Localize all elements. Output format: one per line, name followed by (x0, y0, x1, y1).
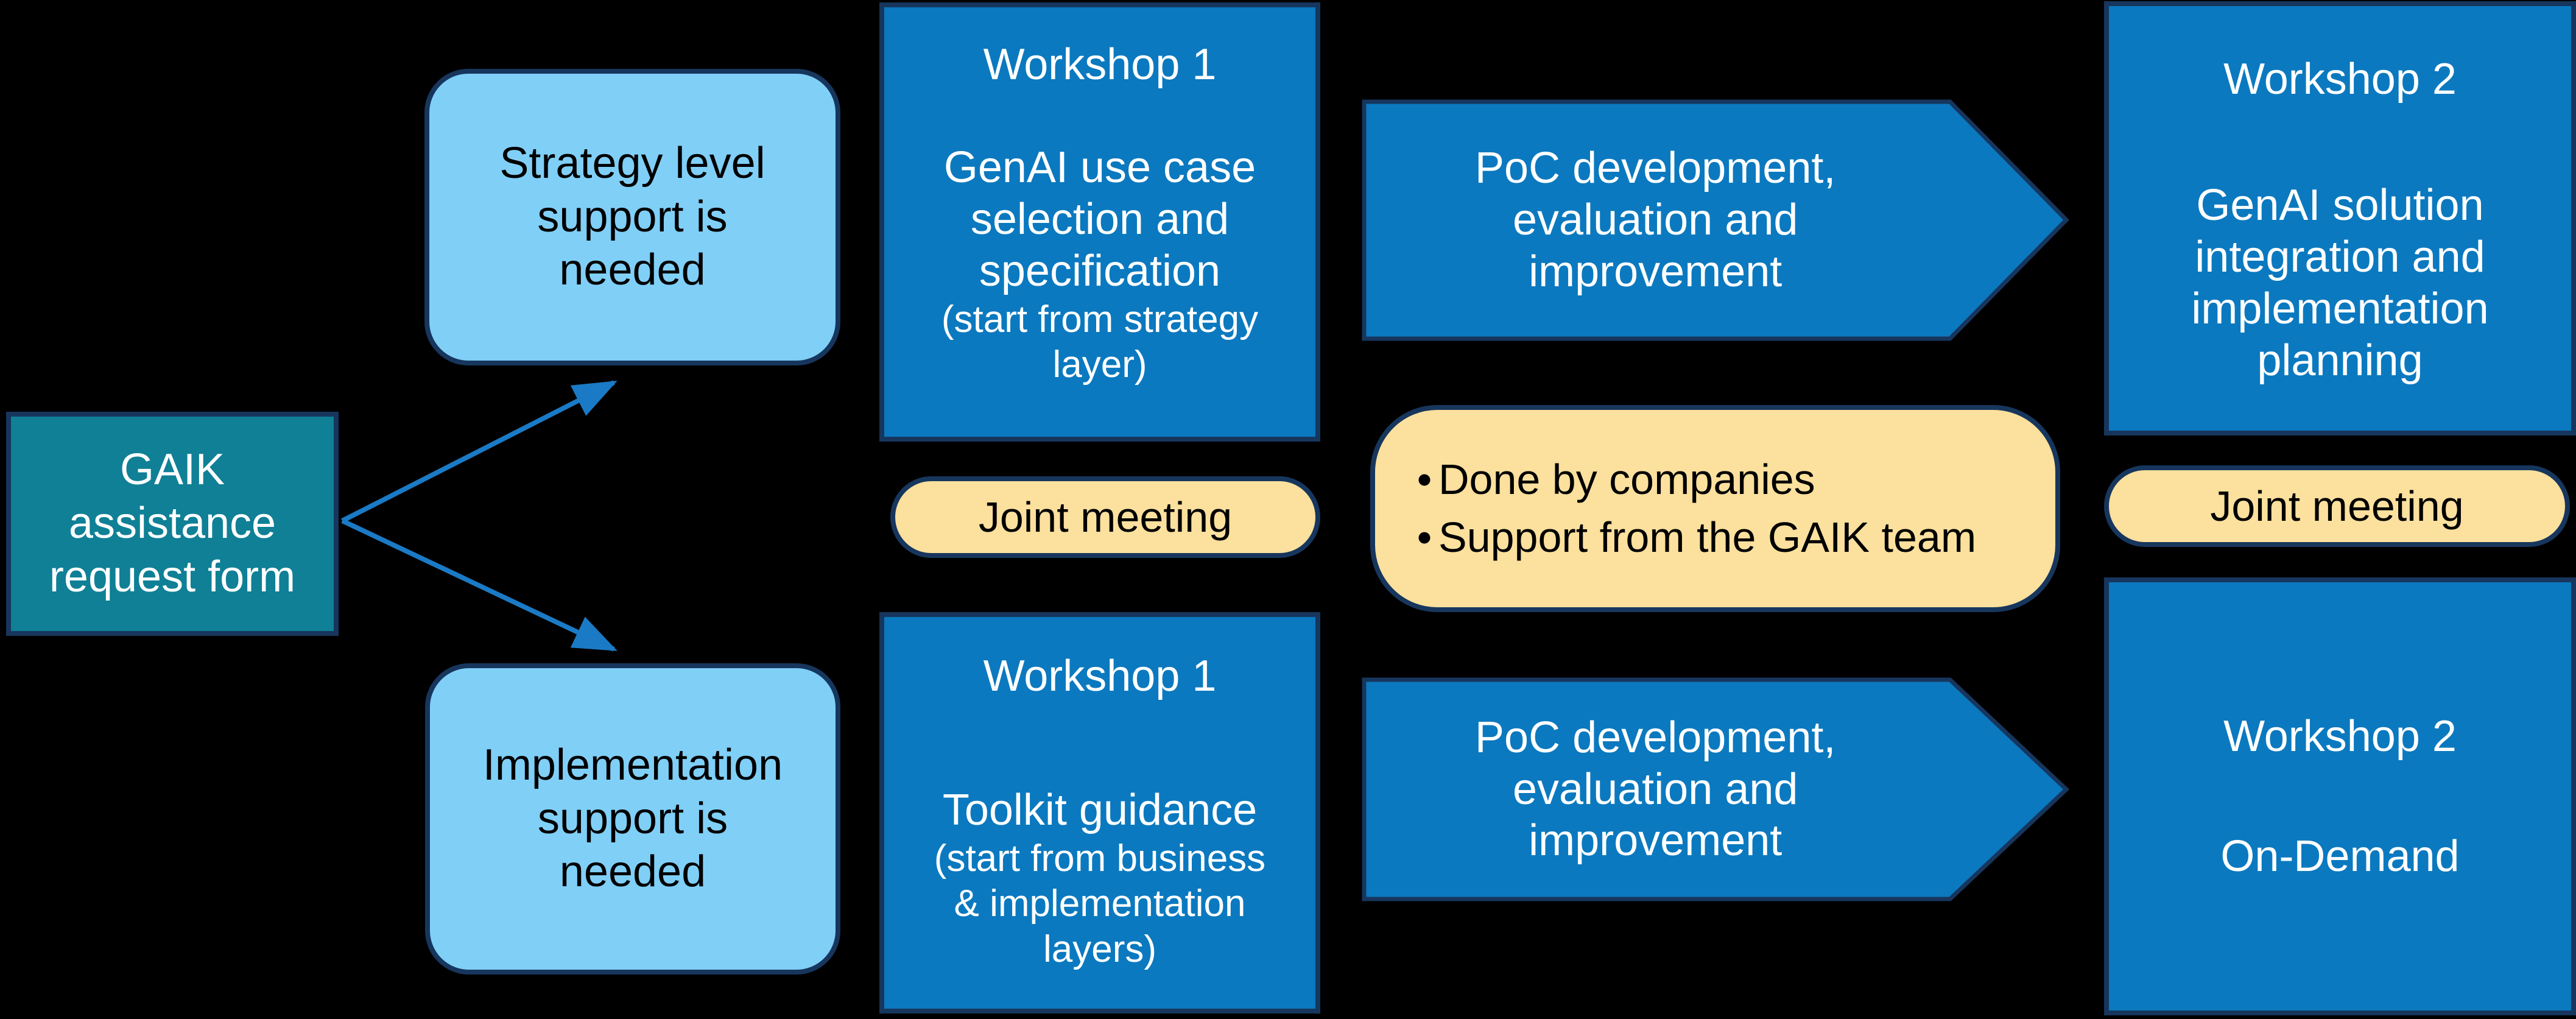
workshop1-strategy-box: Workshop 1 GenAI use case selection and … (879, 2, 1320, 442)
workshop2-implementation-box: Workshop 2 On-Demand (2104, 577, 2576, 1015)
workshop2-strategy-body: GenAI solution integration and implement… (2191, 180, 2489, 385)
poc-arrow-strategy: PoC development, evaluation and improvem… (1362, 99, 2069, 341)
workshop1-strategy-note: (start from strategy layer) (941, 298, 1259, 386)
workshop2-implementation-title: Workshop 2 (2223, 711, 2457, 761)
request-form-label: GAIK assistance request form (49, 445, 296, 601)
chevron-arrow-shape (1362, 677, 2069, 901)
implementation-branch-box: Implementation support is needed (425, 663, 840, 975)
poc-arrow-implementation: PoC development, evaluation and improvem… (1362, 677, 2069, 901)
joint-meeting-label: Joint meeting (978, 493, 1233, 541)
workshop1-strategy-title: Workshop 1 (983, 40, 1217, 89)
workshop1-implementation-note: (start from business & implementation la… (934, 837, 1266, 970)
workshop2-strategy-title: Workshop 2 (2223, 55, 2457, 104)
workshop1-implementation-box: Workshop 1 Toolkit guidance (start from … (879, 612, 1320, 1014)
implementation-branch-label: Implementation support is needed (482, 740, 783, 897)
workshop1-strategy-body: GenAI use case selection and specificati… (943, 143, 1256, 295)
bullet-item: • Support from the GAIK team (1410, 509, 2055, 566)
workshop1-implementation-body: Toolkit guidance (942, 785, 1258, 834)
bullet-dot: • (1416, 513, 1432, 561)
bullet-item: • Done by companies (1410, 451, 2055, 509)
chevron-arrow-shape (1362, 99, 2069, 341)
poc-strategy-label: PoC development, evaluation and improvem… (1475, 144, 1836, 296)
workshop2-implementation-body: On-Demand (2220, 831, 2460, 881)
bullet-dot: • (1416, 456, 1432, 503)
strategy-branch-box: Strategy level support is needed (424, 69, 840, 365)
arrow-to-strategy-branch (341, 380, 618, 523)
poc-implementation-label: PoC development, evaluation and improvem… (1475, 713, 1836, 866)
request-form-box: GAIK assistance request form (6, 412, 339, 636)
joint-meeting-pill-implementation: Joint meeting (2104, 465, 2570, 547)
workshop1-implementation-title: Workshop 1 (983, 652, 1217, 700)
strategy-branch-label: Strategy level support is needed (499, 138, 765, 295)
workshop2-strategy-box: Workshop 2 GenAI solution integration an… (2104, 1, 2576, 435)
joint-meeting-pill-strategy: Joint meeting (890, 476, 1320, 558)
notes-box: • Done by companies • Support from the G… (1370, 405, 2060, 612)
arrow-to-implementation-branch (341, 518, 618, 652)
bullet-text: Done by companies (1438, 456, 1815, 503)
bullet-text: Support from the GAIK team (1438, 513, 1977, 561)
joint-meeting-label: Joint meeting (2210, 482, 2464, 530)
